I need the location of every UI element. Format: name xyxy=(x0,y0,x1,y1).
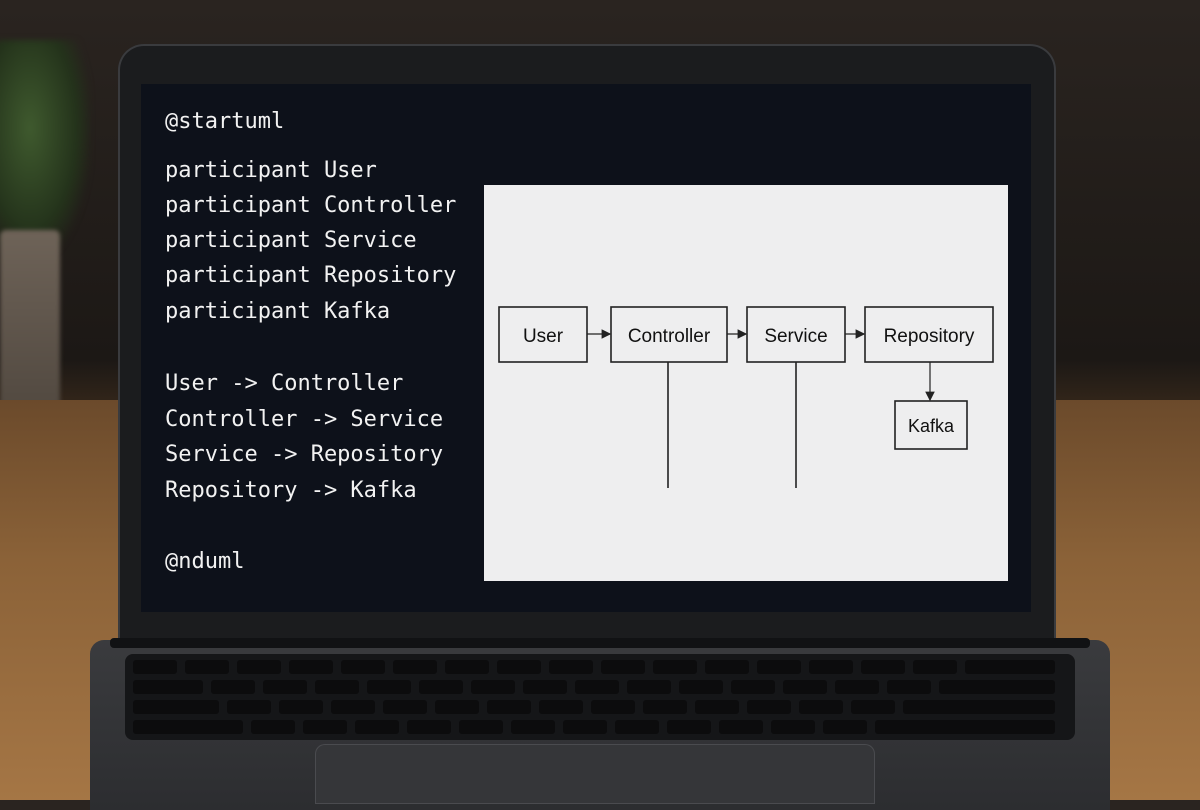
key[interactable] xyxy=(783,680,827,694)
key[interactable] xyxy=(939,680,1055,694)
key[interactable] xyxy=(227,700,271,714)
key-row xyxy=(133,700,1063,714)
key[interactable] xyxy=(549,660,593,674)
participant-label-user: User xyxy=(523,326,564,347)
key[interactable] xyxy=(539,700,583,714)
participant-label-kafka: Kafka xyxy=(908,416,955,436)
key[interactable] xyxy=(133,720,243,734)
key[interactable] xyxy=(575,680,619,694)
key[interactable] xyxy=(771,720,815,734)
code-line: participant User xyxy=(165,158,377,183)
key[interactable] xyxy=(903,700,1055,714)
key[interactable] xyxy=(823,720,867,734)
key[interactable] xyxy=(861,660,905,674)
key[interactable] xyxy=(331,700,375,714)
key[interactable] xyxy=(251,720,295,734)
key[interactable] xyxy=(851,700,895,714)
key[interactable] xyxy=(679,680,723,694)
key[interactable] xyxy=(211,680,255,694)
key[interactable] xyxy=(487,700,531,714)
key[interactable] xyxy=(341,660,385,674)
code-line: participant Repository xyxy=(165,263,457,288)
key[interactable] xyxy=(809,660,853,674)
key[interactable] xyxy=(667,720,711,734)
key[interactable] xyxy=(303,720,347,734)
key[interactable] xyxy=(965,660,1055,674)
key[interactable] xyxy=(185,660,229,674)
key[interactable] xyxy=(393,660,437,674)
code-line: Controller -> Service xyxy=(165,407,444,432)
diagram-preview: User Controller Service Repository Kafka xyxy=(484,185,1008,581)
code-line: participant Controller xyxy=(165,193,457,218)
participant-label-service: Service xyxy=(764,326,827,347)
key[interactable] xyxy=(279,700,323,714)
key[interactable] xyxy=(601,660,645,674)
key[interactable] xyxy=(875,720,1055,734)
key[interactable] xyxy=(263,680,307,694)
key[interactable] xyxy=(459,720,503,734)
key[interactable] xyxy=(731,680,775,694)
laptop-hinge xyxy=(110,638,1090,648)
key[interactable] xyxy=(695,700,739,714)
key[interactable] xyxy=(719,720,763,734)
code-line: Service -> Repository xyxy=(165,442,444,467)
code-line-enduml: @nduml xyxy=(165,549,245,574)
trackpad[interactable] xyxy=(315,744,875,804)
key[interactable] xyxy=(407,720,451,734)
participant-label-controller: Controller xyxy=(628,326,711,347)
key-row xyxy=(133,720,1063,734)
key[interactable] xyxy=(757,660,801,674)
key[interactable] xyxy=(835,680,879,694)
key[interactable] xyxy=(627,680,671,694)
key[interactable] xyxy=(383,700,427,714)
code-line-startuml: @startuml xyxy=(165,109,285,134)
key-row xyxy=(133,680,1063,694)
key[interactable] xyxy=(523,680,567,694)
key[interactable] xyxy=(887,680,931,694)
code-line: Repository -> Kafka xyxy=(165,478,417,503)
key[interactable] xyxy=(133,700,219,714)
key[interactable] xyxy=(591,700,635,714)
keyboard xyxy=(125,654,1075,740)
key[interactable] xyxy=(419,680,463,694)
code-line: participant Kafka xyxy=(165,299,391,324)
key[interactable] xyxy=(747,700,791,714)
key[interactable] xyxy=(289,660,333,674)
sequence-diagram-svg: User Controller Service Repository Kafka xyxy=(498,306,994,488)
key[interactable] xyxy=(315,680,359,694)
key-row xyxy=(133,660,1063,674)
key[interactable] xyxy=(471,680,515,694)
key[interactable] xyxy=(497,660,541,674)
key[interactable] xyxy=(799,700,843,714)
plant-background xyxy=(0,40,90,260)
key[interactable] xyxy=(435,700,479,714)
key[interactable] xyxy=(355,720,399,734)
code-line: participant Service xyxy=(165,228,417,253)
key[interactable] xyxy=(913,660,957,674)
key[interactable] xyxy=(445,660,489,674)
key[interactable] xyxy=(653,660,697,674)
key[interactable] xyxy=(133,660,177,674)
key[interactable] xyxy=(705,660,749,674)
key[interactable] xyxy=(133,680,203,694)
key[interactable] xyxy=(237,660,281,674)
key[interactable] xyxy=(563,720,607,734)
code-line: User -> Controller xyxy=(165,371,404,396)
key[interactable] xyxy=(643,700,687,714)
key[interactable] xyxy=(367,680,411,694)
key[interactable] xyxy=(511,720,555,734)
participant-label-repository: Repository xyxy=(884,326,975,347)
key[interactable] xyxy=(615,720,659,734)
